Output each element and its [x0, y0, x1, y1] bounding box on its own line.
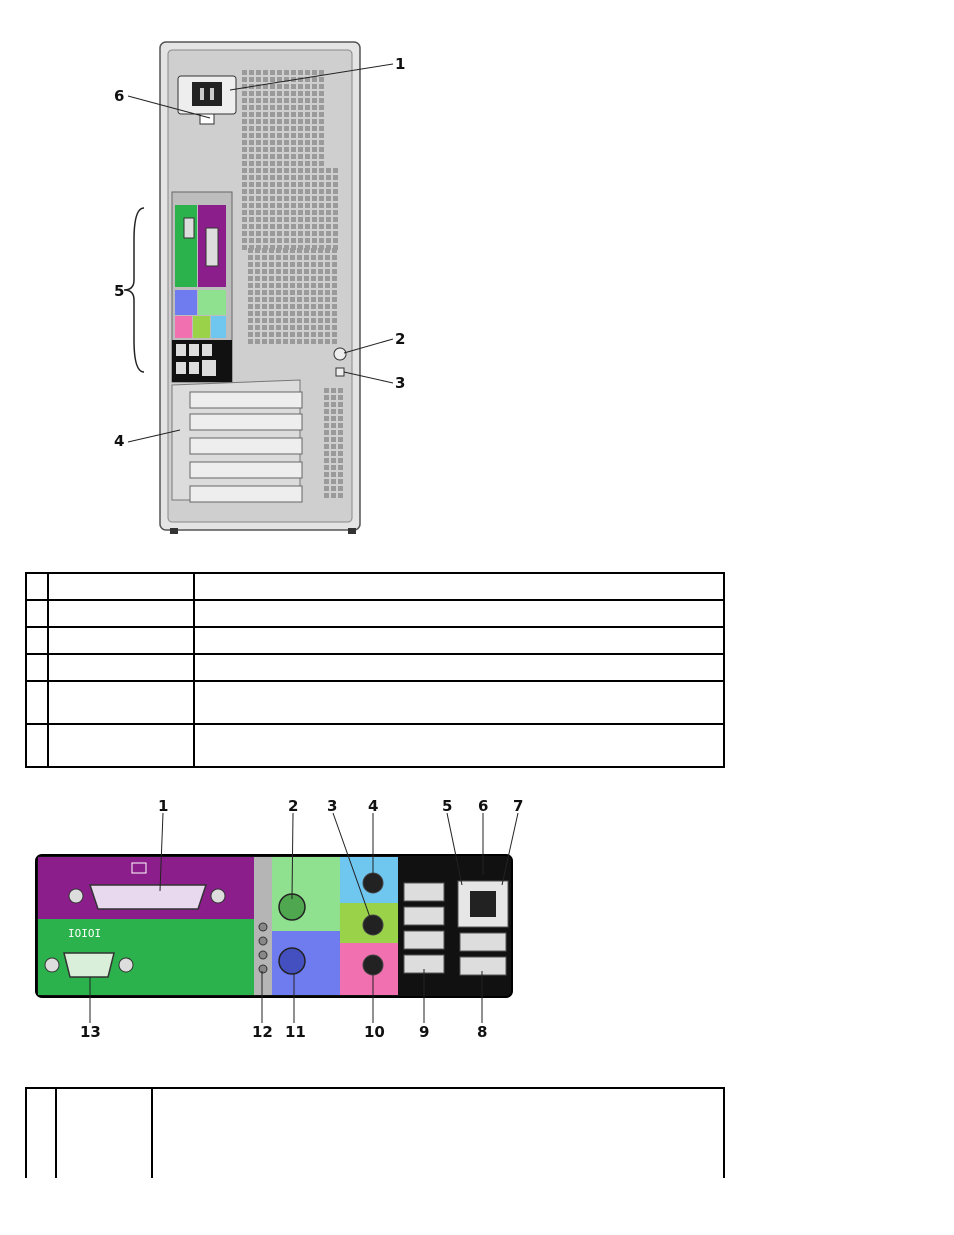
- row-number: [25, 653, 49, 682]
- microphone-connector: [362, 954, 384, 976]
- callout-5: 5: [114, 282, 124, 300]
- panel-callout-3: 3: [327, 797, 337, 815]
- usb-connectors-right: [459, 932, 507, 976]
- back-panel-table: [25, 1087, 725, 1183]
- usb-connectors-left: [403, 882, 445, 974]
- card-slots: [171, 379, 303, 503]
- back-panel-connectors-figure: IOIOI 1 2 3 4: [35, 797, 523, 1041]
- security-cable-slot: [335, 367, 345, 377]
- row-label: [47, 680, 195, 725]
- voltage-selection-switch: [199, 113, 215, 125]
- panel-callout-8: 8: [477, 1023, 487, 1041]
- row-number: [25, 626, 49, 655]
- row-number: [25, 680, 49, 725]
- row-label: [47, 653, 195, 682]
- row-label: [55, 1087, 153, 1183]
- callout-3: 3: [395, 374, 405, 392]
- mouse-connector-zone: [272, 857, 340, 931]
- table-row: [25, 1087, 725, 1183]
- row-description: [193, 572, 725, 601]
- callout-2: 2: [395, 330, 405, 348]
- row-description: [193, 680, 725, 725]
- panel-callout-4: 4: [368, 797, 378, 815]
- panel-callout-13: 13: [80, 1023, 101, 1041]
- back-panel-connectors: [171, 191, 233, 383]
- row-number: [25, 599, 49, 628]
- panel-callout-5: 5: [442, 797, 452, 815]
- parallel-connector: [88, 884, 208, 910]
- row-description: [193, 723, 725, 768]
- row-description: [193, 599, 725, 628]
- row-description: [151, 1087, 725, 1183]
- panel-callout-9: 9: [419, 1023, 429, 1041]
- panel-callout-6: 6: [478, 797, 488, 815]
- panel-callout-11: 11: [285, 1023, 306, 1041]
- callout-6: 6: [114, 87, 124, 105]
- table-row: [25, 626, 725, 655]
- row-number: [25, 723, 49, 768]
- row-label: [47, 723, 195, 768]
- panel-callout-2: 2: [288, 797, 298, 815]
- table-row: [25, 680, 725, 725]
- row-description: [193, 626, 725, 655]
- callout-1: 1: [395, 55, 405, 73]
- power-connector: [177, 75, 237, 115]
- keyboard-connector: [278, 947, 306, 975]
- panel-callout-7: 7: [513, 797, 523, 815]
- padlock-ring: [333, 347, 347, 361]
- serial-port-icon: IOIOI: [68, 927, 101, 940]
- computer-rear-view-figure: 1 2 3 4 5 6: [114, 41, 405, 534]
- serial-connector: [63, 952, 115, 978]
- row-label: [47, 599, 195, 628]
- callout-4: 4: [114, 432, 124, 450]
- page-bottom-blank: [0, 1178, 954, 1235]
- table-row: [25, 723, 725, 768]
- row-description: [193, 653, 725, 682]
- row-number: [25, 1087, 57, 1183]
- table-row: [25, 653, 725, 682]
- panel-callout-10: 10: [364, 1023, 385, 1041]
- table-row: [25, 572, 725, 601]
- line-out-connector: [362, 914, 384, 936]
- parallel-port-icon: [131, 862, 147, 874]
- ventilation-grille: [242, 70, 343, 498]
- panel-callout-1: 1: [158, 797, 168, 815]
- diagnostic-lights: [258, 922, 268, 974]
- rear-view-table: [25, 572, 725, 768]
- panel-callout-12: 12: [252, 1023, 273, 1041]
- row-label: [47, 626, 195, 655]
- row-number: [25, 572, 49, 601]
- row-label: [47, 572, 195, 601]
- table-row: [25, 599, 725, 628]
